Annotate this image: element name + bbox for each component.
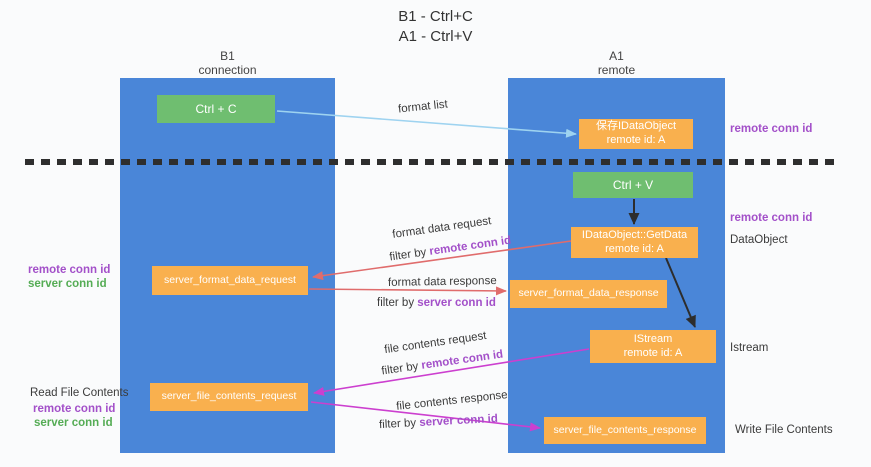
column-b1-role: connection [198,62,257,77]
label-filter-by-2: filter by [377,297,418,309]
label-format-data-response-filter: filter by server conn id [377,297,496,309]
node-server-format-data-response: server_format_data_response [510,280,667,308]
node-server-file-contents-response: server_file_contents_response [544,417,706,444]
column-a1-role: remote [597,62,636,77]
column-header-b1: B1 connection [120,49,335,78]
annotation-istream: Istream [730,342,769,354]
format-data-request-arrow [312,240,572,281]
title-line-2: A1 - Ctrl+V [398,28,473,46]
annotation-read-file-contents: Read File Contents [30,387,129,399]
node-server-format-data-request-label: server_format_data_request [164,273,296,286]
node-istream-line2: remote id: A [623,346,683,359]
node-server-file-contents-response-label: server_file_contents_response [553,423,697,436]
label-filter-by-4: filter by [378,417,420,432]
label-server-conn-id-filter-1: server conn id [417,297,496,309]
node-ctrl-v: Ctrl + V [573,172,693,198]
node-server-format-data-response-label: server_format_data_response [518,287,659,300]
column-b1-name: B1 [220,49,235,63]
annotation-left-server-conn-id: server conn id [28,278,107,290]
title-line-1: B1 - Ctrl+C [398,8,473,25]
node-save-idataobject-line2: remote id: A [606,134,666,146]
node-istream: IStream remote id: A [590,330,716,363]
node-idataobject-getdata-line1: IDataObject::GetData [581,228,688,241]
column-header-a1: A1 remote [508,49,725,78]
node-idataobject-getdata: IDataObject::GetData remote id: A [571,227,698,258]
node-save-idataobject-line1: 保存IDataObject [595,120,677,133]
format-list-arrow [276,110,577,138]
annotation-left-remote-conn-id: remote conn id [28,264,111,276]
label-format-data-response: format data response [387,275,497,289]
annotation-left-server-conn-id-2: server conn id [34,417,113,429]
node-server-file-contents-request-label: server_file_contents_request [161,390,297,403]
format-data-response-arrow [308,286,507,296]
annotation-right-remote-conn-id-mid: remote conn id [730,212,813,224]
node-server-file-contents-request: server_file_contents_request [150,383,308,411]
node-ctrl-v-label: Ctrl + V [612,177,654,192]
file-contents-request-arrow [313,348,590,396]
diagram-title: B1 - Ctrl+C A1 - Ctrl+V [0,7,871,48]
annotation-dataobject: DataObject [730,234,788,246]
node-istream-line1: IStream [633,332,673,345]
column-a1-name: A1 [609,49,624,63]
annotation-right-remote-conn-id-top: remote conn id [730,123,813,135]
getdata-to-istream-arrow [665,257,696,328]
node-idataobject-getdata-line2: remote id: A [605,242,664,255]
node-save-idataobject: 保存IDataObject remote id: A [579,119,693,149]
session-separator-dashed-line [25,159,834,165]
node-ctrl-c-label: Ctrl + C [195,101,237,116]
node-ctrl-c: Ctrl + C [157,95,275,123]
node-server-format-data-request: server_format_data_request [152,266,308,295]
annotation-write-file-contents: Write File Contents [735,424,833,436]
file-contents-response-arrow [310,401,541,432]
annotation-left-remote-conn-id-2: remote conn id [33,403,116,415]
